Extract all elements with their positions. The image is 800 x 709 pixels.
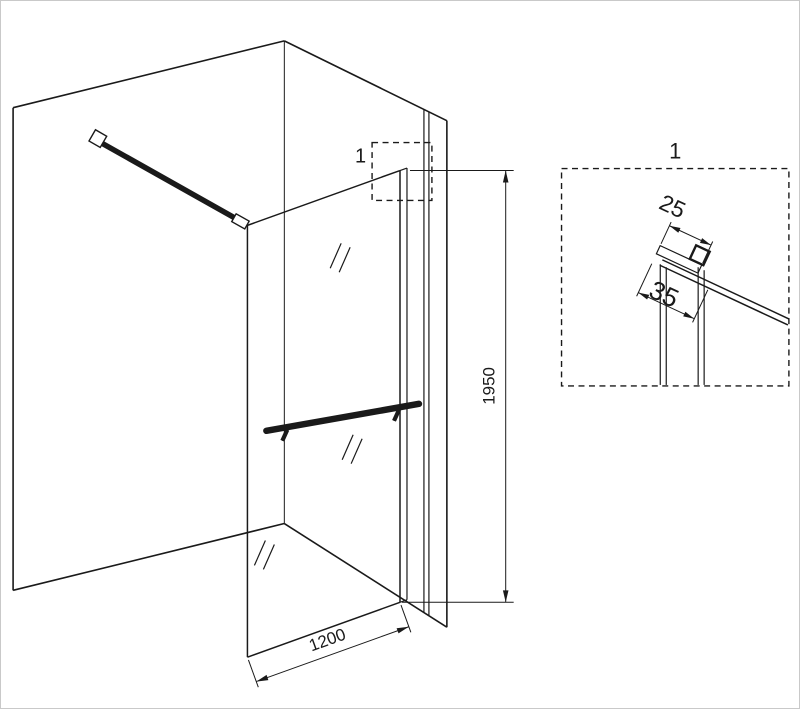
- glass-top-edge: [247, 169, 401, 227]
- detail-callout: 1: [355, 141, 433, 202]
- wall-structure: [12, 40, 448, 628]
- detail-clamp-block: [688, 243, 712, 267]
- detail-glass-section: [659, 259, 790, 326]
- arrow-right-icon: [699, 238, 712, 246]
- dimension-width: 1200: [247, 604, 412, 688]
- wall-top-left-edge: [12, 40, 285, 109]
- towel-rail: [263, 400, 423, 442]
- detail-view: 1 25: [560, 139, 790, 387]
- arrow-left-icon: [256, 674, 269, 682]
- detail-callout-label: 1: [355, 146, 366, 168]
- dimension-height: 1950: [401, 170, 514, 603]
- profile-depth-label: 35: [645, 276, 683, 314]
- support-bar-wall-bracket: [88, 128, 108, 149]
- support-bar-body: [99, 141, 246, 225]
- wall-bottom-left-edge: [12, 522, 285, 592]
- support-bar-glass-clamp: [230, 212, 251, 230]
- wall-bottom-right-edge: [283, 522, 448, 628]
- detail-view-box: [560, 167, 790, 387]
- arrow-left-icon: [669, 225, 681, 233]
- arrow-up-icon: [502, 170, 509, 183]
- support-bar: [88, 128, 251, 230]
- detail-view-title: 1: [669, 139, 681, 164]
- towel-rail-bar: [264, 402, 421, 433]
- glass-panel: [246, 167, 408, 658]
- arrow-down-icon: [502, 590, 509, 603]
- width-extension-right: [400, 604, 412, 633]
- width-dimension-line: [256, 626, 409, 683]
- arrow-left-icon: [638, 292, 650, 300]
- glass-profile-top: [399, 167, 408, 172]
- profile-width-label: 25: [656, 189, 690, 223]
- detail-callout-box: [371, 141, 433, 202]
- wall-top-right-edge: [283, 40, 448, 122]
- height-dimension-label: 1950: [480, 367, 499, 405]
- arrow-right-icon: [683, 311, 695, 319]
- detail-wall-section: [659, 264, 705, 385]
- arrow-right-icon: [396, 626, 409, 634]
- width-extension-left: [247, 659, 259, 688]
- glass-profile-bottom: [399, 599, 408, 603]
- glass-bottom-edge: [247, 601, 401, 658]
- glass-hatch-marks: [253, 243, 363, 570]
